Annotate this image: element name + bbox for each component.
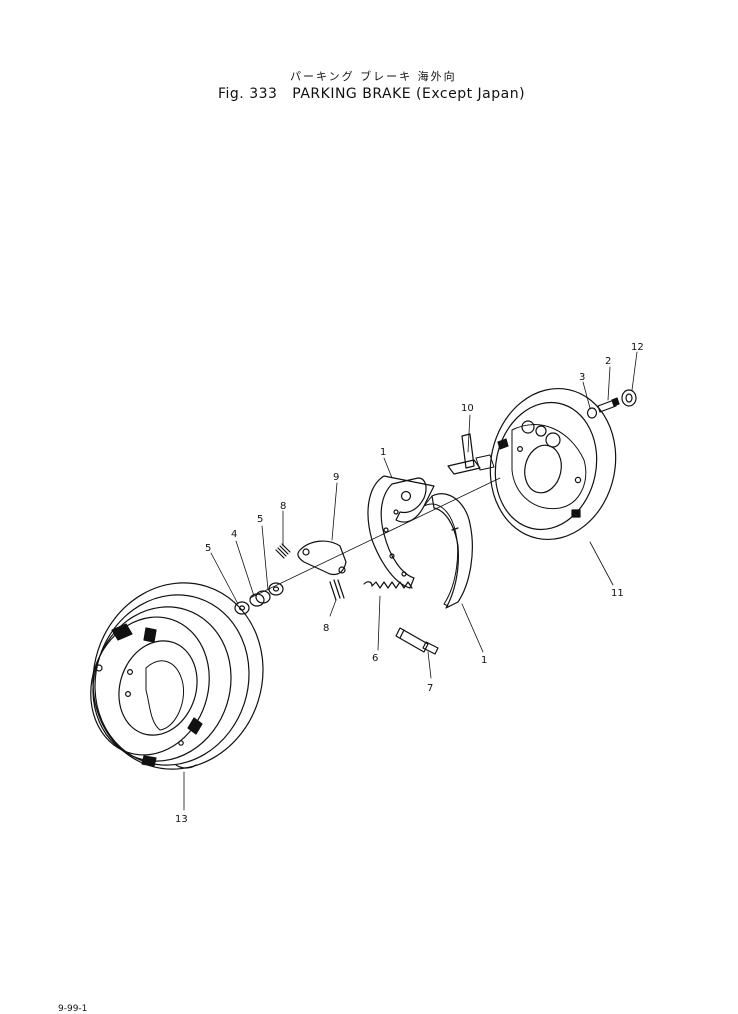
washers-parts-4-5 (234, 582, 284, 615)
callout-7-adjuster: 7 (427, 683, 433, 694)
lever-part-10 (447, 433, 495, 475)
backing-plate-part-11 (489, 387, 617, 541)
nut-part-3 (586, 407, 598, 419)
strut-part-9 (297, 540, 347, 576)
callout-3-nut: 3 (579, 372, 585, 383)
callout-6-return-spring: 6 (372, 653, 378, 664)
callout-5-washer-right: 5 (257, 514, 263, 525)
callout-10-lever: 10 (461, 403, 474, 414)
callout-1-upper-shoe: 1 (380, 447, 386, 458)
brake-shoe-upper-part-1 (367, 475, 435, 589)
callout-11-backing-plate: 11 (611, 588, 624, 599)
leader-lines (183, 351, 638, 811)
brake-shoe-lower-part-1 (423, 493, 473, 609)
assembly-axis (249, 477, 501, 599)
callout-13-drum: 13 (175, 814, 188, 825)
callout-12-cap: 12 (631, 342, 644, 353)
title-japanese: パーキング ブレーキ 海外向 (290, 70, 457, 83)
figure-number: Fig. 333 (218, 86, 278, 102)
callout-2-bolt: 2 (605, 356, 611, 367)
spring-lower-part-8 (329, 579, 345, 601)
brake-drum-part-13 (90, 582, 264, 770)
adjuster-part-7 (395, 627, 439, 655)
page-corner-text: 9-99-1 (58, 1004, 88, 1014)
bolt-part-2 (597, 397, 620, 413)
callout-5-washer-left: 5 (205, 543, 211, 554)
figure-title: PARKING BRAKE (Except Japan) (292, 86, 526, 102)
cap-part-12 (621, 389, 637, 407)
callout-1-lower-shoe: 1 (481, 655, 487, 666)
callout-9-strut: 9 (333, 472, 339, 483)
return-spring-part-6 (363, 581, 413, 589)
title-english: Fig. 333 PARKING BRAKE (Except Japan) (218, 86, 525, 102)
callout-4-washer: 4 (231, 529, 237, 540)
callout-8-spring-upper: 8 (280, 501, 286, 512)
spring-upper-part-8 (275, 543, 291, 559)
callout-8-spring-lower: 8 (323, 623, 329, 634)
